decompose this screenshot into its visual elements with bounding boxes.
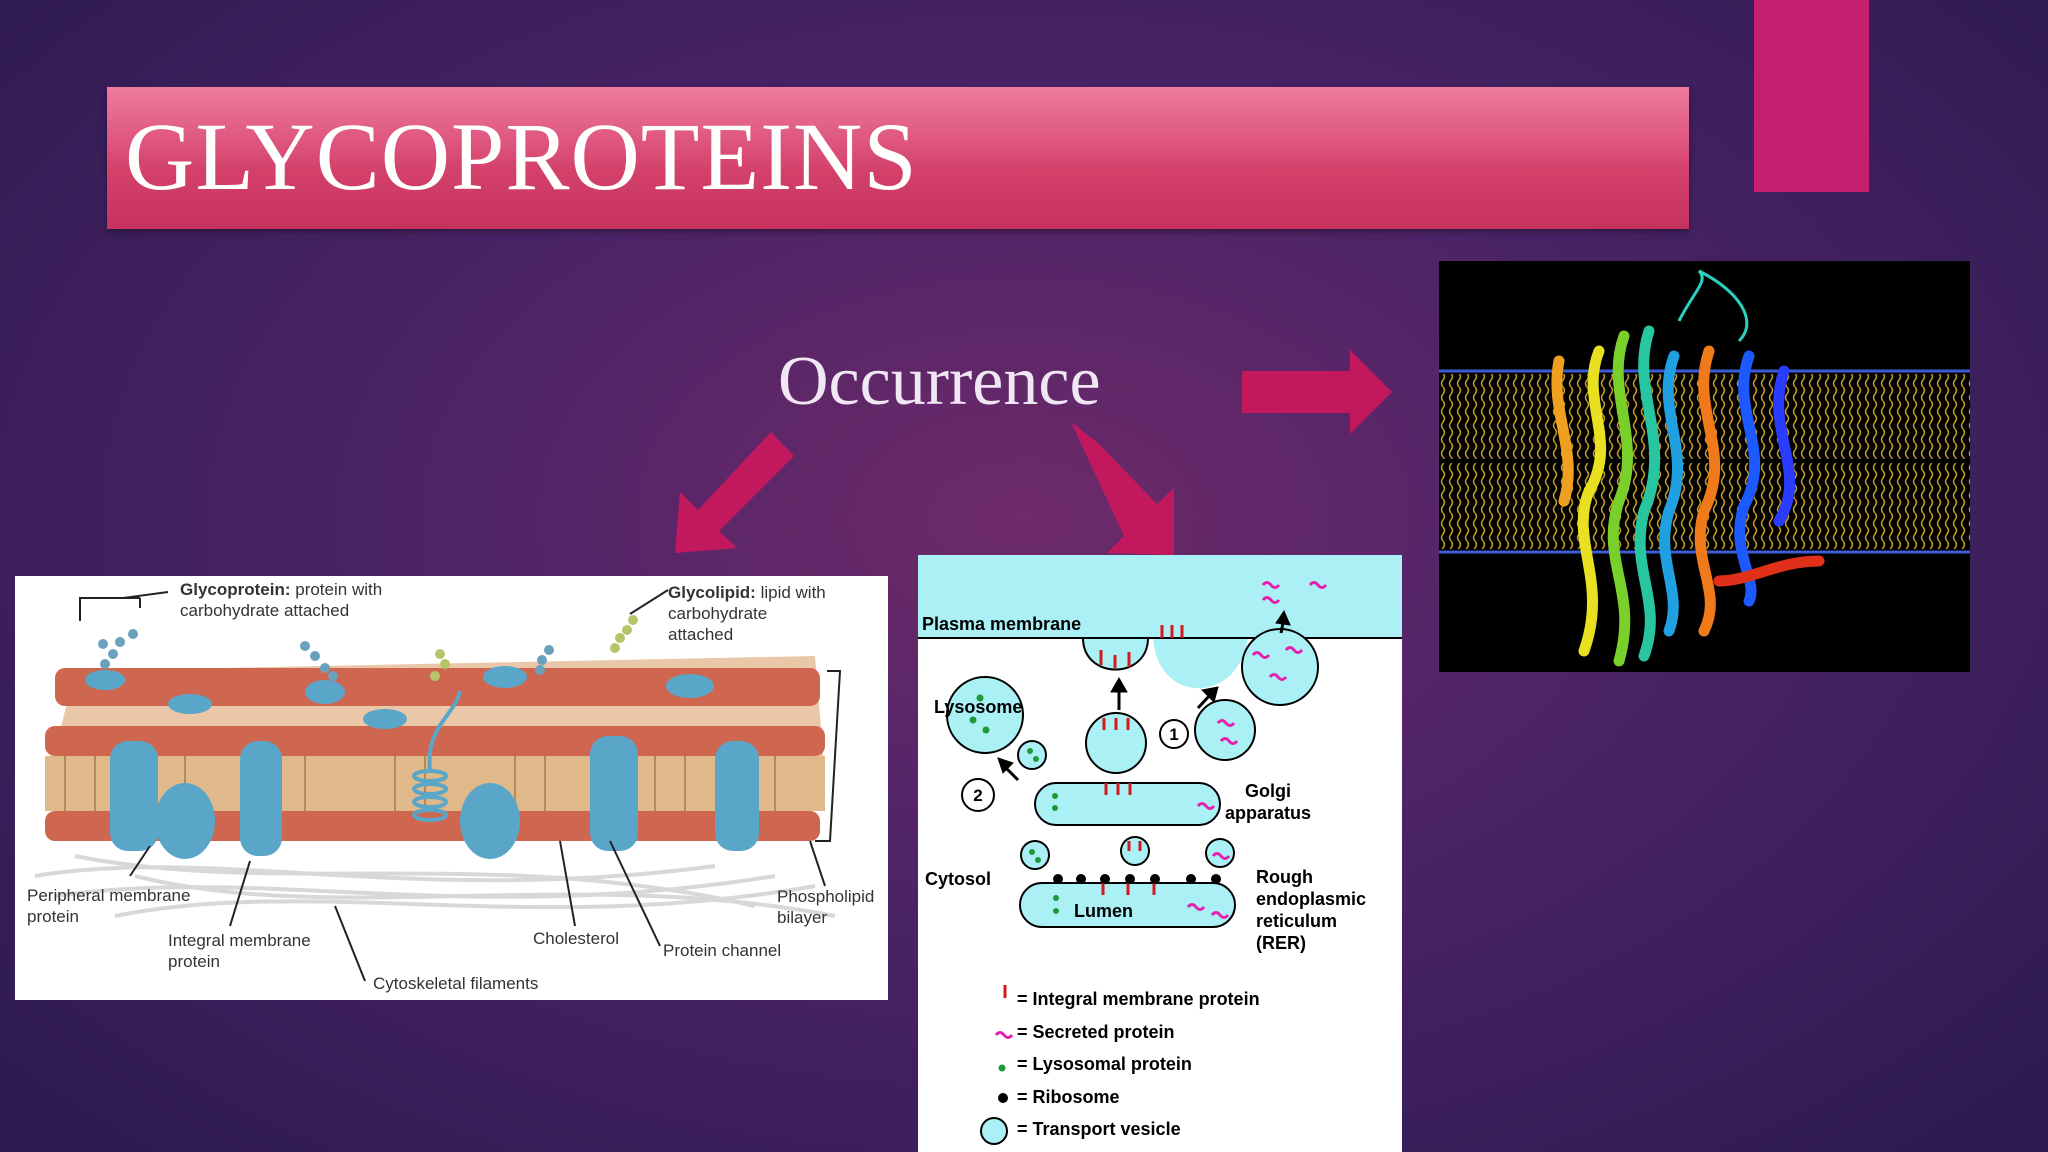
svg-text:Glycoprotein: protein with: Glycoprotein: protein with xyxy=(180,580,382,599)
slide-subtitle: Occurrence xyxy=(778,343,1101,420)
lysosomal-protein-marks xyxy=(969,694,1059,1072)
step-2-badge xyxy=(961,778,995,812)
cholesterol-label: Cholesterol xyxy=(533,929,619,948)
phospholipid-label-2: bilayer xyxy=(777,908,827,927)
leader-lines xyxy=(79,589,842,982)
secretory-vesicle xyxy=(1241,628,1319,706)
ribosome-marks xyxy=(998,874,1221,1103)
vesicle-diagram: 1 2 Plasma membrane Lysosome Golgi appar… xyxy=(918,555,1402,1152)
secreted-protein-marks xyxy=(994,581,1328,1039)
extracellular-region xyxy=(918,555,1402,689)
cytoskeletal-filaments xyxy=(34,854,836,918)
cytoskeletal-label: Cytoskeletal filaments xyxy=(373,974,538,993)
step-1-badge xyxy=(1159,719,1189,749)
legend-secreted: = Secreted protein xyxy=(1017,1022,1175,1042)
legend-lysosomal: = Lysosomal protein xyxy=(1017,1054,1192,1074)
rer-label-3: reticulum xyxy=(1256,911,1337,931)
arrow-down-right-icon xyxy=(1071,422,1174,555)
glycolipid-chains xyxy=(430,615,638,681)
glycoprotein-label: protein with xyxy=(291,580,383,599)
integral-label-1: Integral membrane xyxy=(168,931,311,950)
golgi-label-1: Golgi xyxy=(1245,781,1291,801)
legend-integral: = Integral membrane protein xyxy=(1017,989,1260,1009)
glycoprotein-label-2: carbohydrate attached xyxy=(180,601,349,620)
plasma-membrane-label: Plasma membrane xyxy=(922,614,1081,634)
rer-label-4: (RER) xyxy=(1256,933,1306,953)
lumen-label: Lumen xyxy=(1074,901,1133,921)
glycolipid-label-bold: Glycolipid: xyxy=(668,583,756,602)
membrane-diagram: Glycoprotein: protein with carbohydrate … xyxy=(15,576,888,1000)
peripheral-label-2: protein xyxy=(27,907,79,926)
glycolipid-label: lipid with xyxy=(756,583,826,602)
peripheral-label-1: Peripheral membrane xyxy=(27,886,190,905)
golgi-label-2: apparatus xyxy=(1225,803,1311,823)
step-2-label: 2 xyxy=(973,786,982,805)
protein-helices xyxy=(1551,325,1825,667)
helix-protein xyxy=(412,690,462,822)
glycoprotein-label-bold: Glycoprotein: xyxy=(180,580,291,599)
integral-protein-marks xyxy=(1003,625,1184,998)
cytosol-label: Cytosol xyxy=(925,869,991,889)
svg-text:Glycolipid: lipid with: Glycolipid: lipid with xyxy=(668,583,826,602)
protein-structure-image xyxy=(1439,261,1970,672)
legend-vesicle: = Transport vesicle xyxy=(1017,1119,1181,1139)
glycolipid-label-2: carbohydrate xyxy=(668,604,767,623)
slide-title: GLYCOPROTEINS xyxy=(125,103,918,210)
rer-label-2: endoplasmic xyxy=(1256,889,1366,909)
exocytosis-vesicle xyxy=(1081,637,1150,671)
legend-ribosome: = Ribosome xyxy=(1017,1087,1120,1107)
legend-vesicle-icon xyxy=(980,1117,1008,1145)
step-1-label: 1 xyxy=(1169,725,1178,744)
arrow-right-icon xyxy=(1242,350,1392,434)
integral-label-2: protein xyxy=(168,952,220,971)
accent-block xyxy=(1754,0,1869,192)
phospholipid-label-1: Phospholipid xyxy=(777,887,874,906)
title-bar: GLYCOPROTEINS xyxy=(107,87,1689,229)
membrane-proteins xyxy=(85,666,759,859)
flow-arrows xyxy=(997,609,1291,782)
rer-label-1: Rough xyxy=(1256,867,1313,887)
lysosome-label: Lysosome xyxy=(934,697,1022,717)
arrow-down-left-icon xyxy=(675,432,794,553)
transport-vesicles xyxy=(946,676,1256,928)
glycolipid-label-3: attached xyxy=(668,625,733,644)
carbohydrate-chains xyxy=(98,629,554,681)
protein-channel-label: Protein channel xyxy=(663,941,781,960)
